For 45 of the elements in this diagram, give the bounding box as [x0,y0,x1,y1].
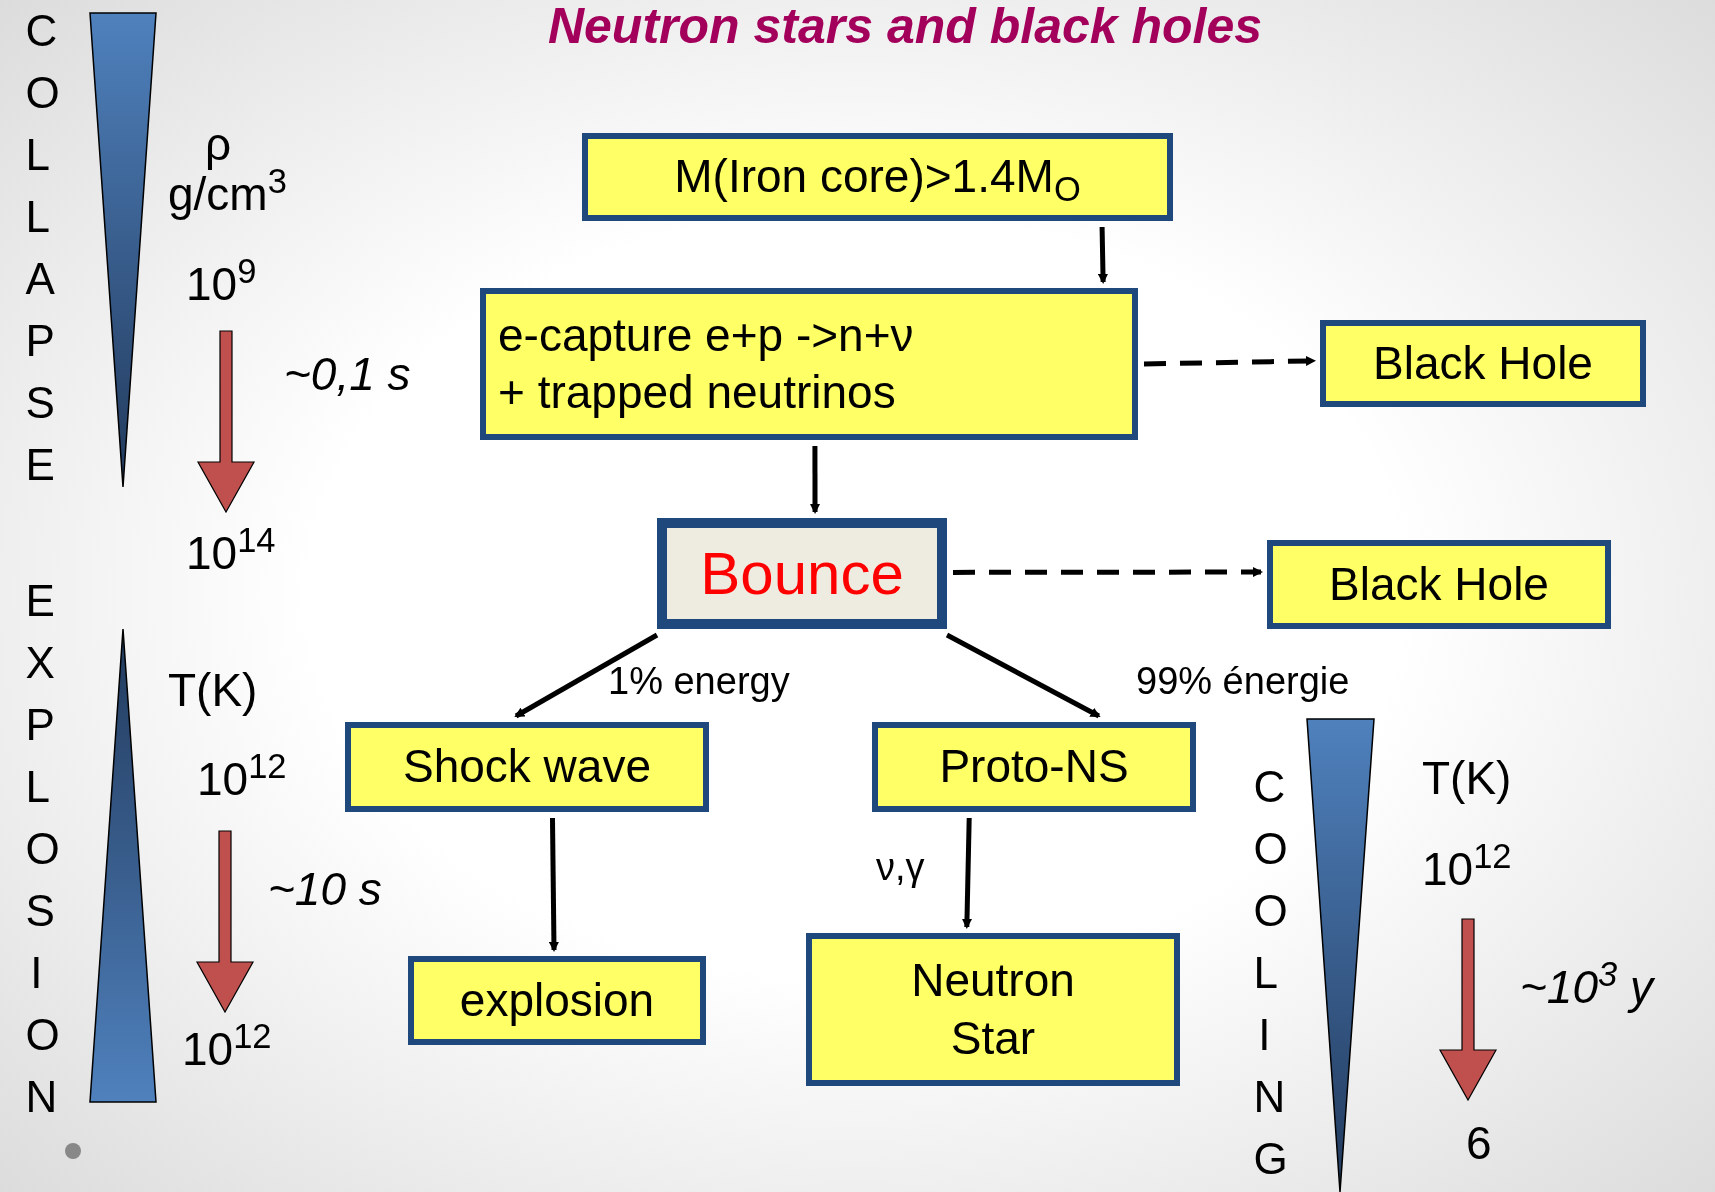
arrow [1097,226,1108,284]
scale-label: 10$^{12}$ [197,751,287,807]
arrow [962,817,972,929]
highlighted-box [657,518,947,629]
process-box [582,133,1173,221]
scale-label: 10$^{14}$ [186,525,276,581]
scale-label: 10$^{12}$ [182,1021,272,1077]
scale-label: 10$^{12}$ [1422,841,1512,897]
box-text: Shock wave [403,739,651,795]
box-text: Bounce [700,539,904,609]
process-box [806,933,1180,1086]
title: Neutron stars and black holes [546,0,1264,54]
box-text: explosion [459,972,655,1028]
vertical-label: EXPLOSION [24,575,63,1123]
vertical-label: COOLING [1252,761,1291,1185]
process-box [1267,540,1611,629]
arrow [548,817,559,952]
time-label: ~10$^{3}$ y [1520,959,1653,1015]
scale-label: 6 [1466,1116,1492,1171]
process-box [408,956,706,1045]
scale-label: T(K) [1422,751,1512,806]
edge-label: 99% énergie [1136,662,1350,700]
box-text: Black Hole [1329,556,1549,612]
box-text: e-capture e+p ->n+ν [498,307,914,363]
arrow [810,446,821,514]
process-box [480,288,1138,440]
edge-label: ν,γ [876,848,925,886]
box-text: Proto-NS [939,739,1129,795]
dashed-arrow [1143,356,1316,367]
process-box [872,722,1196,812]
time-label: ~10 s [268,862,382,917]
time-label: ~0,1 s [284,347,411,402]
arrow [945,632,1101,719]
process-box [345,722,709,812]
box-text: Neutron Star [911,953,1075,1066]
box-text: Black Hole [1373,335,1593,391]
scale-label: 10$^{9}$ [186,256,257,312]
dashed-arrow [953,567,1263,578]
box-text: M(Iron core)>1.4M$_{O}$ [674,149,1081,206]
process-box [1320,320,1646,407]
scale-label: T(K) [168,663,258,718]
vertical-label: COLLAPSE [24,5,63,491]
box-text: + trapped neutrinos [498,365,896,420]
arrow [514,632,659,719]
edge-label: 1% energy [608,662,790,700]
